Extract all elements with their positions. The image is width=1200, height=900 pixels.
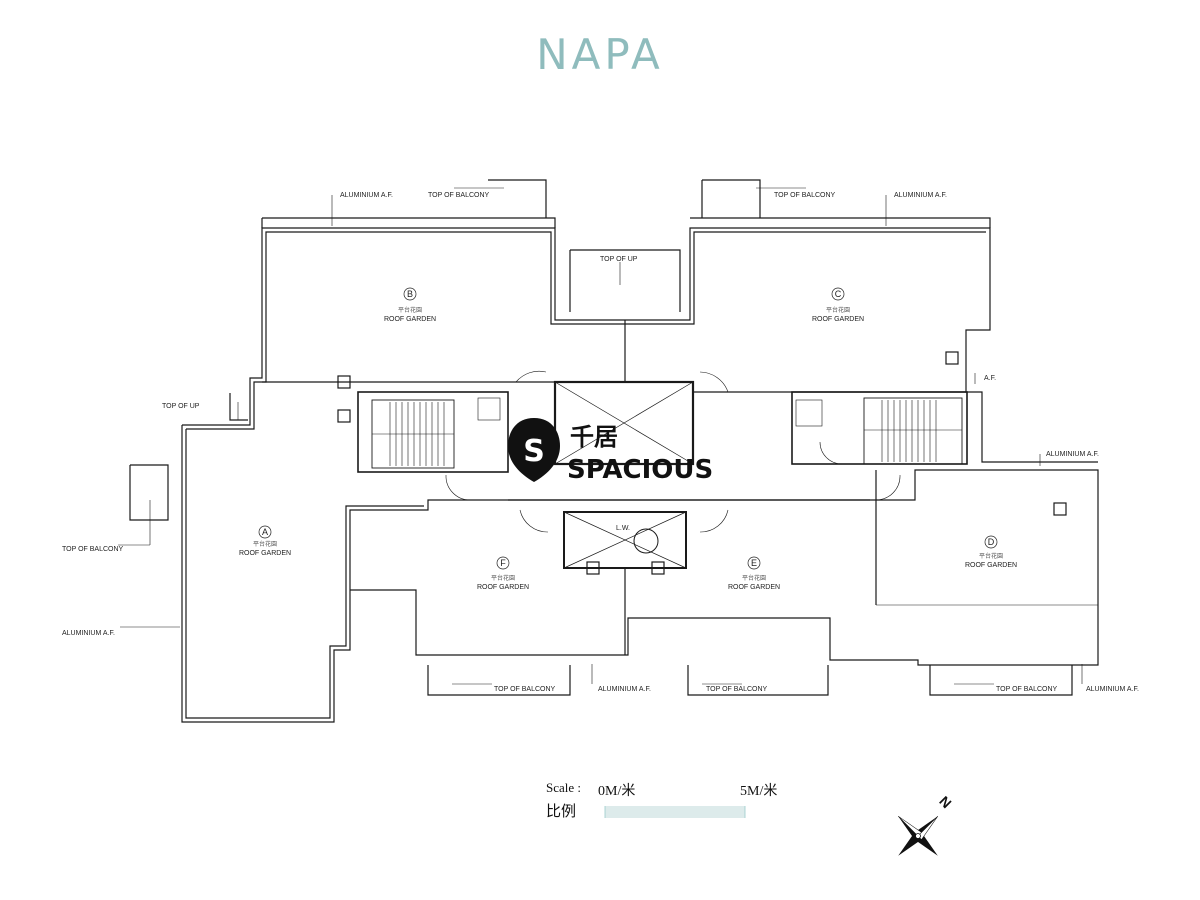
note-balcony-bottom-3: TOP OF BALCONY — [996, 686, 1058, 693]
leader-lines — [118, 187, 1083, 685]
scale-end: 5M/米 — [740, 784, 778, 799]
unit-d-zh: 平台花園 — [979, 552, 1003, 560]
unit-c-letter: C — [835, 289, 842, 299]
note-top-of-up-left: TOP OF UP — [162, 403, 200, 410]
unit-c-roof-garden: ROOF GARDEN — [812, 316, 864, 323]
scale-label-zh: 比例 — [546, 802, 577, 820]
unit-f-label: F 平台花園 ROOF GARDEN — [477, 556, 529, 591]
note-aluminium-bottom-1: ALUMINIUM A.F. — [598, 686, 651, 693]
unit-c-label: C 平台花園 ROOF GARDEN — [812, 287, 864, 323]
note-aluminium-left: ALUMINIUM A.F. — [62, 630, 115, 637]
unit-a-letter: A — [262, 527, 268, 537]
unit-a-label: A 平台花園 ROOF GARDEN — [239, 525, 291, 557]
note-aluminium-right: ALUMINIUM A.F. — [1046, 451, 1099, 458]
note-aluminium-bottom-2: ALUMINIUM A.F. — [1086, 686, 1139, 693]
plan-title: NAPA — [536, 30, 664, 79]
unit-b-roof-garden: ROOF GARDEN — [384, 316, 436, 323]
stair-treads — [372, 400, 962, 466]
note-balcony-bottom-2: TOP OF BALCONY — [706, 686, 768, 693]
unit-labels: A 平台花園 ROOF GARDEN B 平台花園 ROOF GARDEN C … — [239, 287, 1017, 591]
logo-en-text: SPACIOUS — [567, 455, 713, 485]
unit-f-roof-garden: ROOF GARDEN — [477, 584, 529, 591]
compass-north-label: N — [936, 793, 954, 811]
unit-f-zh: 平台花園 — [491, 574, 515, 582]
unit-c-zh: 平台花園 — [826, 306, 850, 314]
note-af-right: A.F. — [984, 375, 996, 382]
note-balcony-bottom-1: TOP OF BALCONY — [494, 686, 556, 693]
compass-rose — [898, 815, 939, 856]
unit-d-letter: D — [988, 537, 995, 547]
unit-e-letter: E — [751, 558, 757, 568]
unit-e-zh: 平台花園 — [742, 574, 766, 582]
note-aluminium-top-left: ALUMINIUM A.F. — [340, 192, 393, 199]
unit-d-label: D 平台花園 ROOF GARDEN — [965, 535, 1017, 569]
note-balcony-top-right: TOP OF BALCONY — [774, 192, 836, 199]
unit-a-roof-garden: ROOF GARDEN — [239, 550, 291, 557]
note-aluminium-top-right: ALUMINIUM A.F. — [894, 192, 947, 199]
unit-b-letter: B — [407, 289, 413, 299]
note-balcony-top-left: TOP OF BALCONY — [428, 192, 490, 199]
note-top-of-up-center: TOP OF UP — [600, 256, 638, 263]
note-balcony-left: TOP OF BALCONY — [62, 546, 124, 553]
spacious-logo: S 千居 SPACIOUS — [508, 418, 713, 485]
annotations: ALUMINIUM A.F. TOP OF BALCONY TOP OF UP … — [62, 192, 1139, 693]
unit-b-zh: 平台花園 — [398, 306, 422, 314]
scale-label: Scale : — [546, 780, 582, 795]
unit-a-zh: 平台花園 — [253, 540, 277, 548]
logo-zh-text: 千居 — [570, 423, 618, 451]
unit-f-letter: F — [500, 558, 506, 568]
unit-e-roof-garden: ROOF GARDEN — [728, 584, 780, 591]
building-outline — [129, 179, 1099, 723]
note-lw: L.W. — [616, 525, 630, 532]
unit-b-label: B 平台花園 ROOF GARDEN — [384, 287, 436, 323]
logo-s-mark: S — [523, 434, 545, 469]
unit-e-label: E 平台花園 ROOF GARDEN — [728, 556, 780, 591]
unit-d-roof-garden: ROOF GARDEN — [965, 562, 1017, 569]
scale-bar — [604, 806, 746, 818]
scale-start: 0M/米 — [598, 784, 636, 799]
